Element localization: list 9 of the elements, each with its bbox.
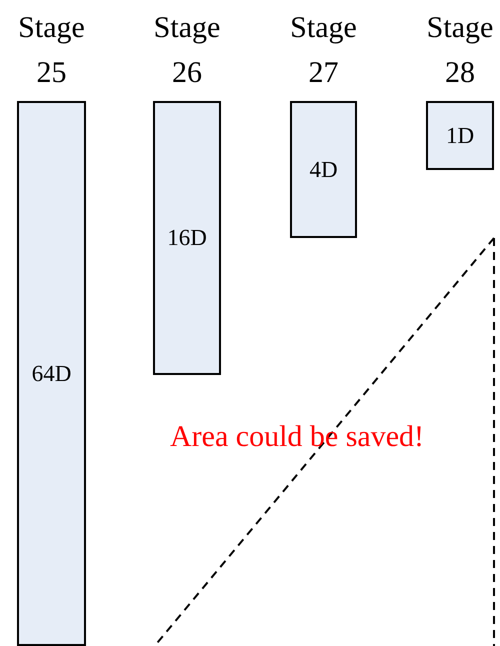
- bar-label: 16D: [167, 225, 207, 251]
- stage-heading: Stage 28: [426, 10, 494, 91]
- stage-heading: Stage 26: [152, 10, 222, 91]
- bar-label: 1D: [446, 122, 474, 148]
- bar-label: 64D: [32, 360, 72, 386]
- bar-label: 4D: [309, 156, 338, 182]
- note-text: Area could be saved!: [170, 420, 424, 454]
- stage-heading: Stage 27: [289, 10, 358, 91]
- stage-heading: Stage 25: [17, 10, 86, 91]
